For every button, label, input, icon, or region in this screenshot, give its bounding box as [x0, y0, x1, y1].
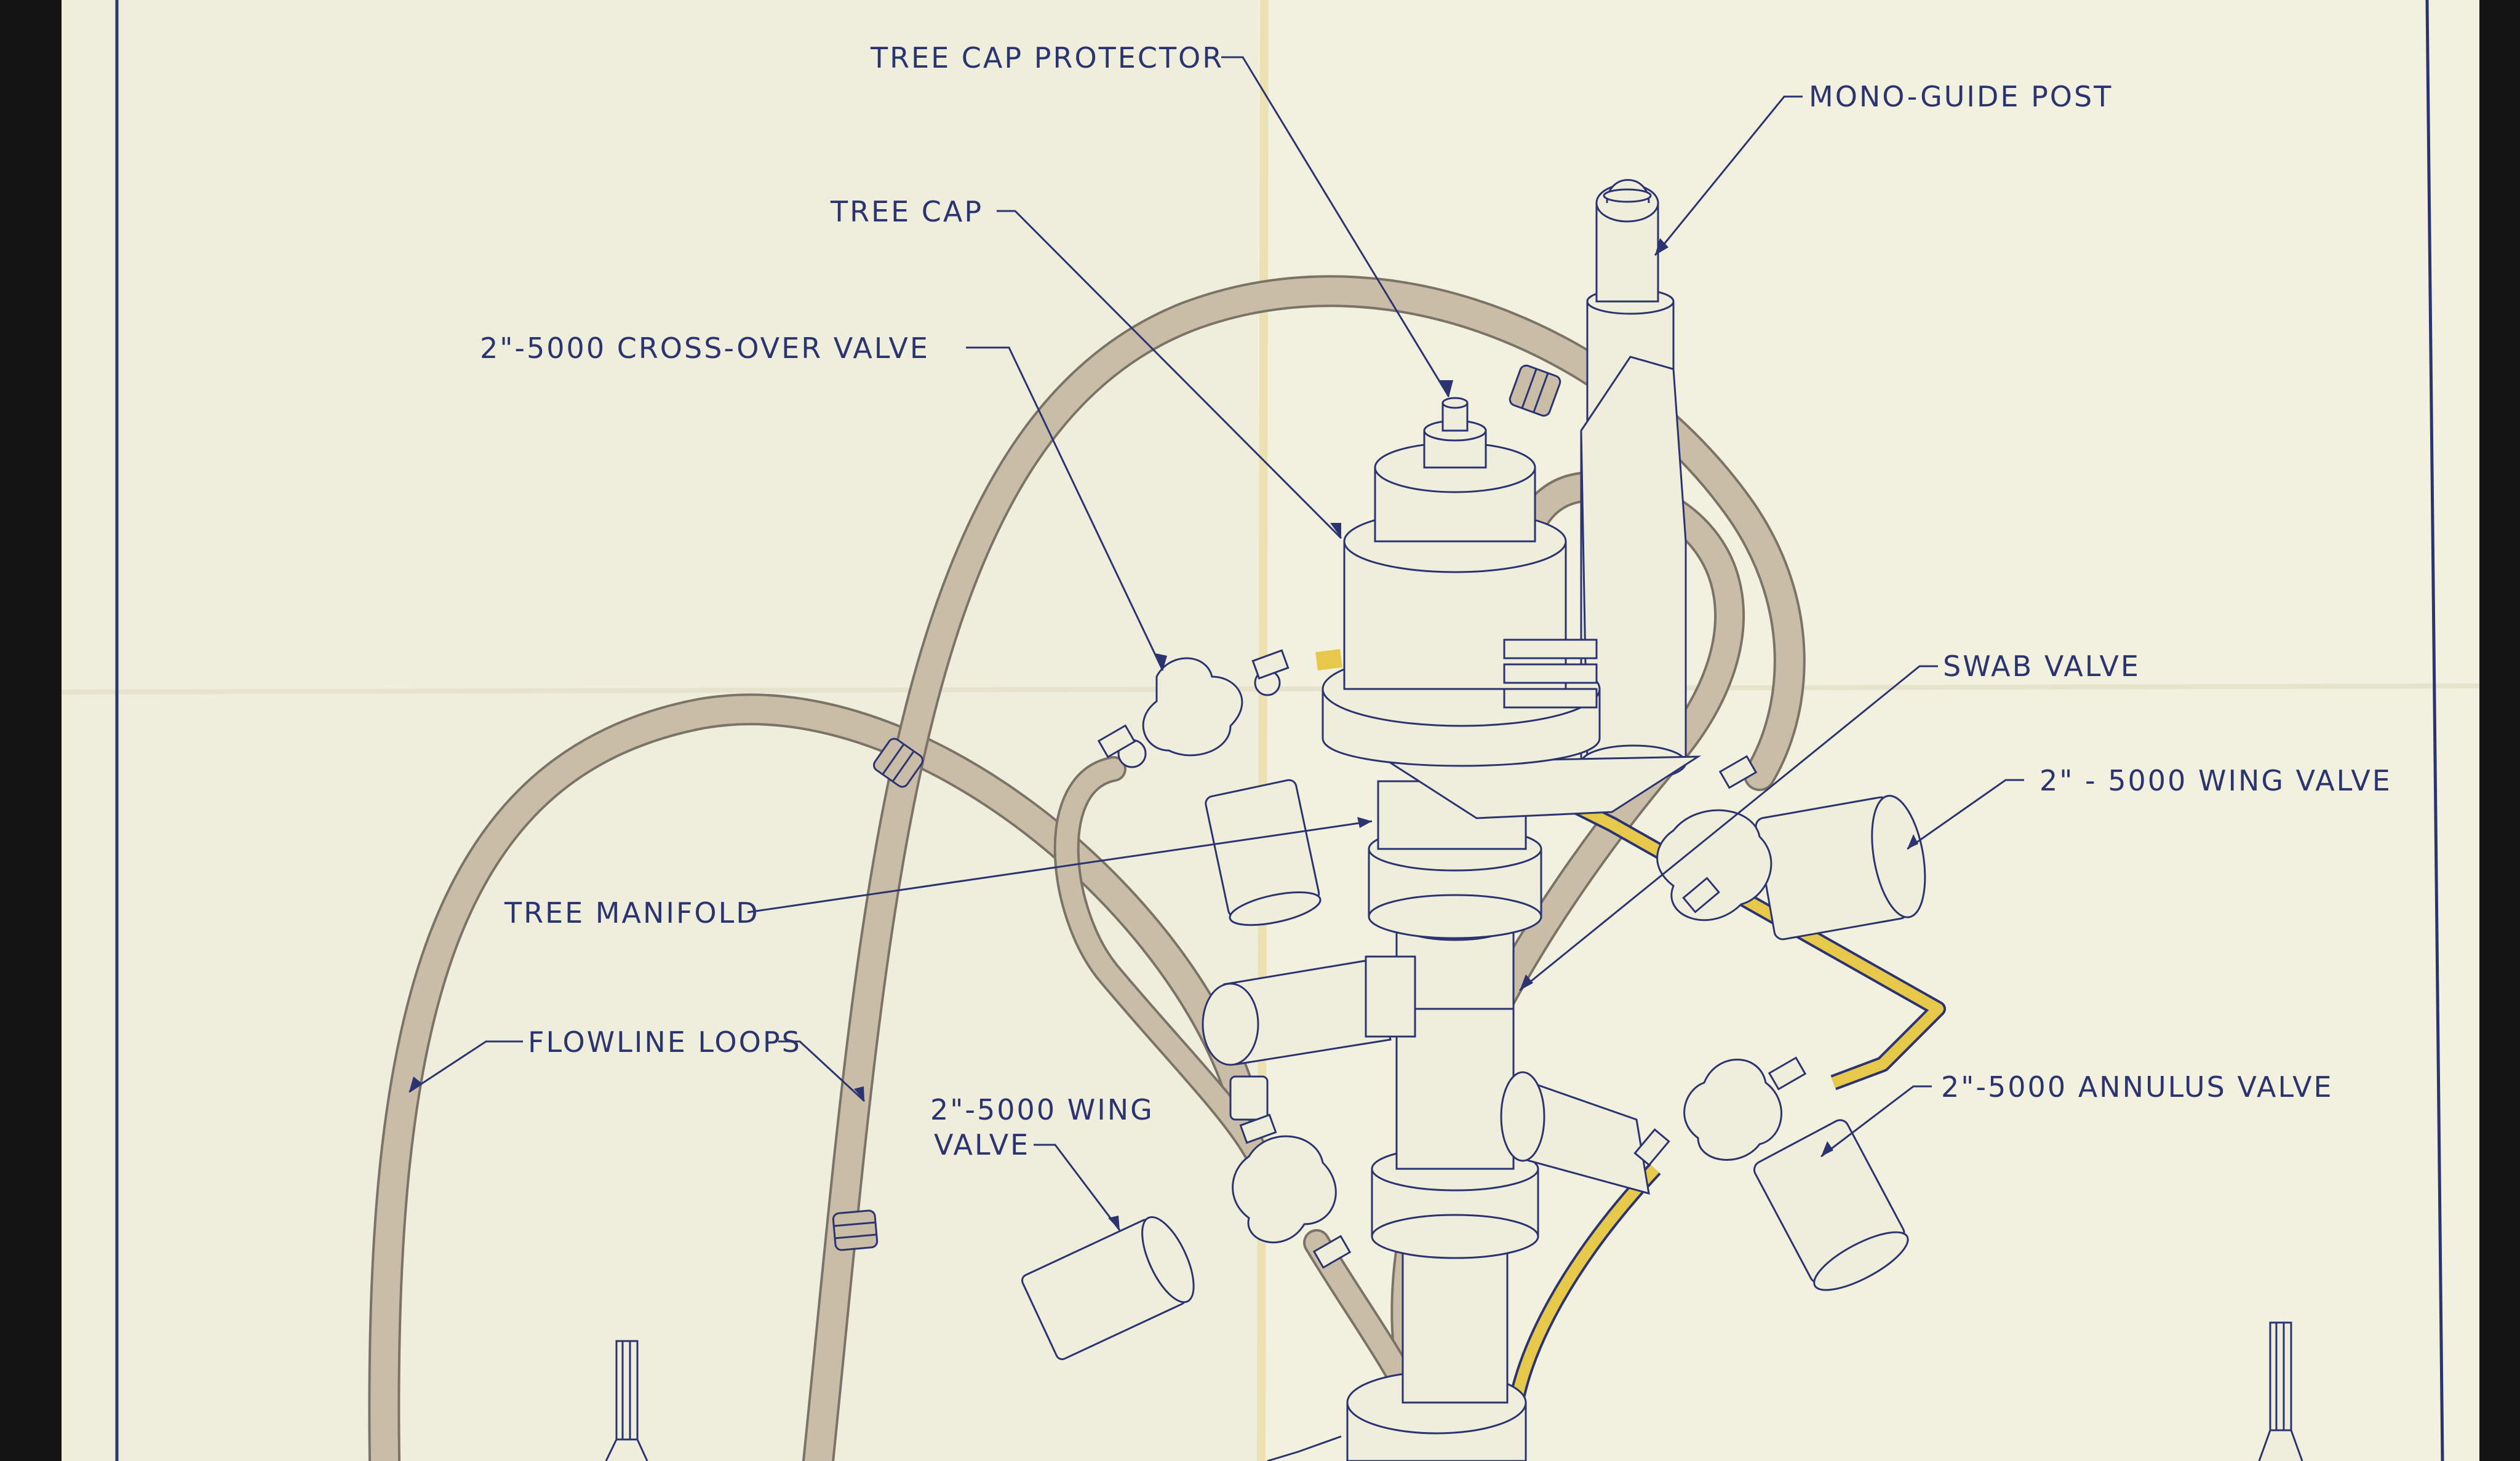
annulus-valve-body	[1683, 1059, 1782, 1161]
hose-coupling-1	[873, 738, 923, 788]
label-swab-valve: SWAB VALVE	[1943, 650, 2140, 683]
label-annulus-valve: 2"-5000 ANNULUS VALVE	[1941, 1070, 2334, 1104]
mono-guide-post	[1580, 179, 1687, 781]
label-wing-valve-left-line1: 2"-5000 WING	[930, 1093, 1154, 1126]
hose-coupling-3	[1509, 364, 1561, 417]
left-wing-valve-actuator	[1021, 1216, 1195, 1361]
guide-post-right	[2258, 1321, 2303, 1461]
tree-body	[1322, 397, 1702, 1461]
left-wing-valve-body	[1229, 1075, 1337, 1244]
label-mono-guide-post: MONO-GUIDE POST	[1809, 80, 2113, 113]
valve-clamps	[1097, 649, 1807, 1269]
leader-lines	[409, 56, 2024, 1461]
label-wing-valve-right: 2" - 5000 WING VALVE	[2040, 764, 2392, 797]
right-wing-valve-actuator	[1755, 795, 1926, 941]
cross-over-valve-actuator	[1205, 779, 1322, 926]
frame-border-right	[2425, 0, 2444, 1461]
label-cross-over-valve: 2"-5000 CROSS-OVER VALVE	[480, 332, 930, 365]
guide-post-left	[605, 1340, 648, 1461]
hydraulic-line-top	[1315, 649, 1342, 671]
hose-coupling-2	[832, 1209, 879, 1251]
leader-arrowheads	[409, 238, 1918, 1230]
label-tree-manifold: TREE MANIFOLD	[504, 896, 760, 930]
label-tree-cap: TREE CAP	[830, 195, 983, 228]
label-wing-valve-left-line2: VALVE	[934, 1128, 1030, 1161]
annulus-valve-actuator	[1753, 1119, 1909, 1291]
label-flowline-loops: FLOWLINE LOOPS	[528, 1025, 802, 1059]
label-tree-cap-protector: TREE CAP PROTECTOR	[870, 41, 1224, 74]
left-wing-valve-body	[1202, 955, 1416, 1066]
